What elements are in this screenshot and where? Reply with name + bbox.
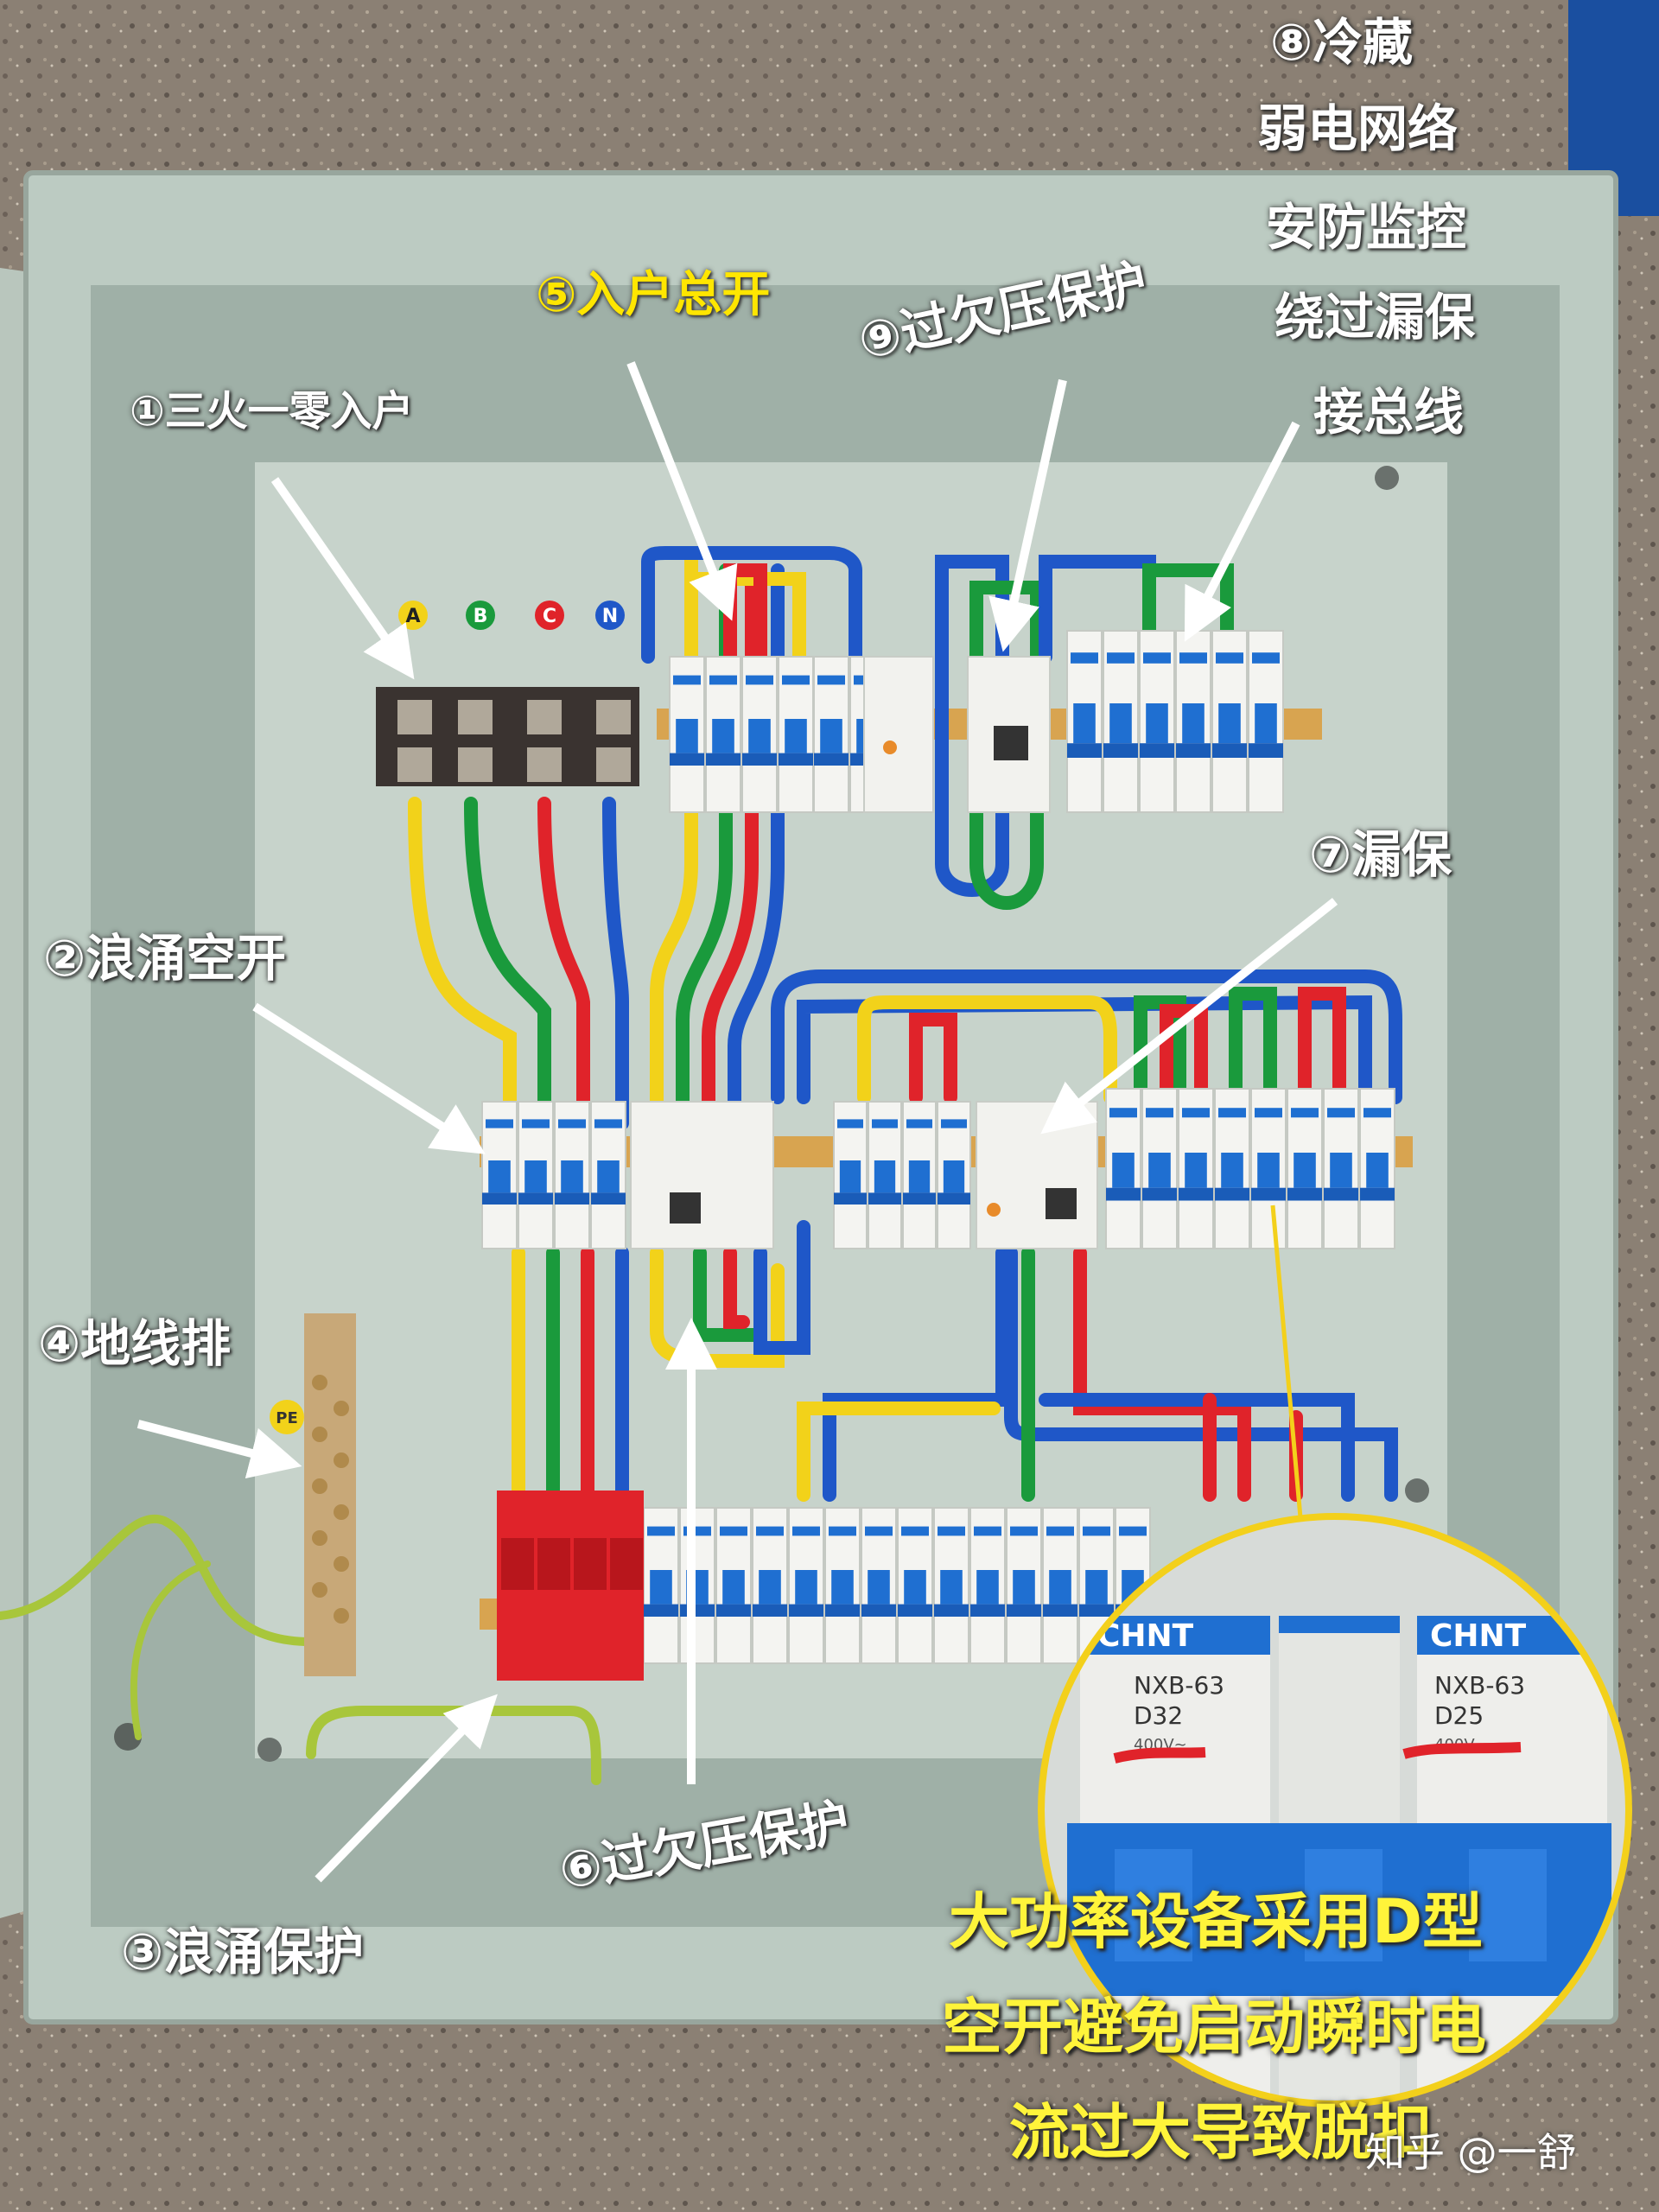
top-right-breaker-pole-6 xyxy=(1248,630,1284,813)
overvoltage-protector-middle xyxy=(630,1101,774,1249)
ground-bar: PE xyxy=(270,1313,356,1676)
rcd-main-pole-1 xyxy=(833,1101,868,1249)
label-surge-breaker: ②浪涌空开 xyxy=(43,929,287,988)
main-switch-pole-3 xyxy=(741,656,778,813)
callout-line-2: 空开避免启动瞬时电 xyxy=(942,1992,1486,2063)
incoming-terminal-block xyxy=(376,687,639,786)
surge-breaker-pole-1 xyxy=(481,1101,518,1249)
inset-pointer xyxy=(1270,1205,1306,1548)
lower-breaker-pole-8 xyxy=(897,1507,933,1664)
inset-rating-left: D32 xyxy=(1134,1701,1183,1730)
label-rcd: ⑦漏保 xyxy=(1309,825,1452,884)
top-right-breaker-pole-4 xyxy=(1175,630,1211,813)
surge-breaker-pole-4 xyxy=(590,1101,626,1249)
surge-breaker-pole-3 xyxy=(554,1101,590,1249)
breaker-rows xyxy=(481,630,1395,1664)
middle-right-breaker-pole-7 xyxy=(1323,1088,1359,1249)
label-incoming-terminals: ①三火一零入户 xyxy=(130,387,414,435)
label-ground-bar: ④地线排 xyxy=(38,1314,232,1373)
rcd-top xyxy=(863,656,934,813)
main-switch-pole-1 xyxy=(669,656,705,813)
inset-rating-right: D25 xyxy=(1434,1701,1484,1730)
main-switch-pole-4 xyxy=(778,656,814,813)
rcd-main-pole-3 xyxy=(902,1101,937,1249)
rcd-main-pole-2 xyxy=(868,1101,902,1249)
inset-model-left: NXB-63 xyxy=(1134,1671,1224,1700)
lower-breaker-pole-6 xyxy=(824,1507,861,1664)
lower-breaker-pole-10 xyxy=(969,1507,1006,1664)
rcd-main xyxy=(976,1101,1098,1249)
lower-breaker-pole-3 xyxy=(715,1507,752,1664)
lower-breaker-pole-2 xyxy=(679,1507,715,1664)
middle-right-breaker-pole-2 xyxy=(1141,1088,1178,1249)
label-bypass-line-2: 弱电网络 xyxy=(1257,99,1459,158)
lower-breaker-pole-7 xyxy=(861,1507,897,1664)
callout-line-1: 大功率设备采用D型 xyxy=(949,1886,1484,1957)
lower-breaker-pole-5 xyxy=(788,1507,824,1664)
inset-brand-left: CHNT xyxy=(1097,1618,1194,1654)
overvoltage-protector-top xyxy=(967,656,1051,813)
phase-mark-b: B xyxy=(474,606,488,627)
surge-protection-device xyxy=(497,1491,644,1681)
rcd-main-pole-4 xyxy=(937,1101,971,1249)
lower-breaker-pole-12 xyxy=(1042,1507,1078,1664)
top-right-breaker-pole-3 xyxy=(1139,630,1175,813)
phase-mark-c: C xyxy=(543,606,556,627)
lower-breaker-pole-4 xyxy=(752,1507,788,1664)
lower-breaker-pole-1 xyxy=(643,1507,679,1664)
lower-breaker-pole-11 xyxy=(1006,1507,1042,1664)
middle-right-breaker-pole-8 xyxy=(1359,1088,1395,1249)
annotation-arrows xyxy=(137,361,1338,1883)
middle-right-breaker-pole-4 xyxy=(1214,1088,1250,1249)
label-bypass-line-1: ⑧冷藏 xyxy=(1270,13,1414,72)
pe-mark: PE xyxy=(276,1409,298,1427)
inset-ring xyxy=(1038,1513,1632,2107)
label-surge-protection: ③浪涌保护 xyxy=(121,1923,365,1981)
phase-mark-n: N xyxy=(602,606,618,627)
inset-brand-right: CHNT xyxy=(1430,1618,1527,1654)
watermark: 知乎 @一舒 xyxy=(1365,2129,1577,2176)
magnified-inset: CHNT CHNT NXB-63 D32 400V~ NXB-63 D25 40… xyxy=(1041,1516,1629,2104)
rcd-top-pole-1 xyxy=(813,656,849,813)
surge-breaker-pole-2 xyxy=(518,1101,554,1249)
callout-line-3: 流过大导致脱扣 xyxy=(1009,2097,1433,2168)
phase-marks: A B C N xyxy=(398,601,625,630)
middle-right-breaker-pole-6 xyxy=(1287,1088,1323,1249)
middle-right-breaker-pole-1 xyxy=(1105,1088,1141,1249)
main-switch-pole-2 xyxy=(705,656,741,813)
top-right-breaker-pole-2 xyxy=(1103,630,1139,813)
label-bypass-line-4: 绕过漏保 xyxy=(1274,288,1476,346)
inset-model-right: NXB-63 xyxy=(1434,1671,1525,1700)
middle-right-breaker-pole-3 xyxy=(1178,1088,1214,1249)
label-main-switch: ⑤入户总开 xyxy=(536,267,771,323)
label-bypass-line-3: 安防监控 xyxy=(1266,198,1467,257)
top-right-breaker-pole-1 xyxy=(1066,630,1103,813)
middle-right-breaker-pole-5 xyxy=(1250,1088,1287,1249)
top-right-breaker-pole-5 xyxy=(1211,630,1248,813)
phase-mark-a: A xyxy=(405,606,420,627)
label-bypass-line-5: 接总线 xyxy=(1313,383,1465,442)
lower-breaker-pole-9 xyxy=(933,1507,969,1664)
